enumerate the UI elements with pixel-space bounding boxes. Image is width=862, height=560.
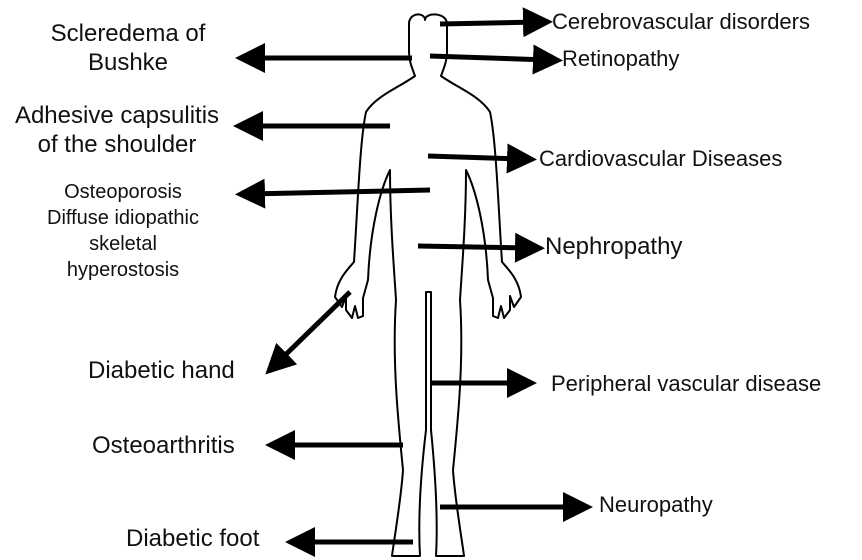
label-bone-disorders: Osteoporosis Diffuse idiopathic skeletal… bbox=[34, 179, 212, 283]
label-diabetic-foot: Diabetic foot bbox=[126, 524, 259, 553]
label-scleredema-line2: Bushke bbox=[38, 48, 218, 77]
label-cerebrovascular: Cerebrovascular disorders bbox=[552, 9, 810, 36]
label-adhesive-capsulitis: Adhesive capsulitis of the shoulder bbox=[4, 101, 230, 160]
label-dish-line3: hyperostosis bbox=[34, 257, 212, 283]
label-scleredema: Scleredema of Bushke bbox=[38, 19, 218, 78]
label-osteoarthritis: Osteoarthritis bbox=[92, 431, 235, 460]
arrow-cerebrovascular bbox=[440, 22, 538, 24]
label-adhesive-line1: Adhesive capsulitis bbox=[4, 101, 230, 130]
right-arrows bbox=[418, 22, 578, 507]
label-diabetic-hand: Diabetic hand bbox=[88, 356, 235, 385]
label-adhesive-line2: of the shoulder bbox=[4, 130, 230, 159]
arrow-cardiovascular bbox=[428, 156, 522, 159]
label-neuropathy: Neuropathy bbox=[599, 492, 713, 519]
label-retinopathy: Retinopathy bbox=[562, 46, 679, 73]
arrow-nephropathy bbox=[418, 246, 530, 248]
label-dish-line1: Diffuse idiopathic bbox=[34, 205, 212, 231]
label-dish-line2: skeletal bbox=[34, 231, 212, 257]
arrow-diabetic-hand bbox=[276, 292, 350, 364]
arrow-osteoporosis bbox=[250, 190, 430, 194]
label-nephropathy: Nephropathy bbox=[545, 232, 682, 261]
human-body-outline bbox=[335, 14, 521, 556]
arrow-retinopathy bbox=[430, 56, 548, 60]
label-peripheral-vascular: Peripheral vascular disease bbox=[551, 371, 821, 398]
label-cardiovascular: Cardiovascular Diseases bbox=[539, 146, 782, 173]
label-osteoporosis: Osteoporosis bbox=[34, 179, 212, 205]
label-scleredema-line1: Scleredema of bbox=[38, 19, 218, 48]
